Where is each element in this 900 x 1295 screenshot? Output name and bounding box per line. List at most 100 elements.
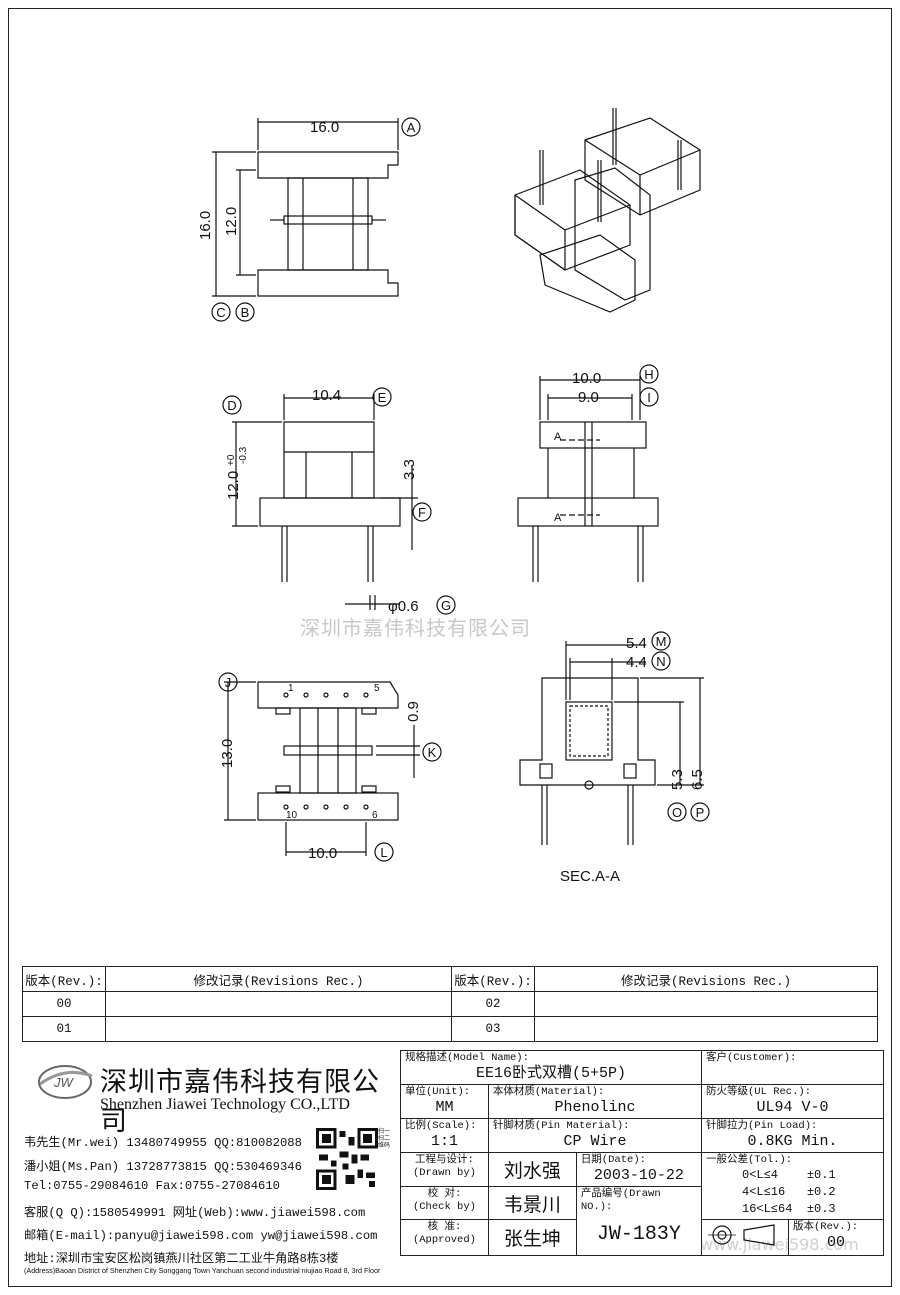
reference-circle	[401, 117, 421, 137]
section-mark-top: A	[554, 431, 562, 443]
drawn-value: 刘水强	[487, 1152, 577, 1187]
tolerance-range: 0<L≤4	[742, 1168, 779, 1182]
pin-label-6: 6	[372, 810, 378, 821]
side-view	[517, 376, 659, 582]
dim-top-width: 16.0	[310, 119, 339, 136]
tolerance-value: ±0.2	[806, 1185, 836, 1199]
date-value: 2003-10-22	[593, 1167, 684, 1184]
check-label: 校 对:	[427, 1188, 462, 1200]
drawing-frame	[8, 8, 892, 1287]
projection-symbol-icon	[708, 1224, 775, 1246]
rev-record-header: 修改记录(Revisions Rec.)	[534, 966, 878, 992]
reference-circle	[222, 395, 242, 415]
reference-letter: G	[441, 598, 451, 613]
rev-header: 版本(Rev.):	[451, 966, 535, 992]
front-view	[232, 394, 418, 610]
check-label-en: (Check by)	[412, 1201, 476, 1213]
scale-label: 比例(Scale):	[405, 1120, 477, 1132]
dim-bottom-thickness: 0.9	[405, 701, 422, 722]
material-value: Phenolinc	[554, 1099, 636, 1116]
pin-label-1: 1	[288, 683, 294, 694]
pin-material-value: CP Wire	[563, 1133, 627, 1150]
reference-circle	[667, 802, 687, 822]
rev-cell	[534, 991, 878, 1017]
ul-label: 防火等级(UL Rec.):	[706, 1086, 812, 1098]
section-view	[519, 641, 704, 845]
pin-material-label: 针脚材质(Pin Material):	[492, 1120, 630, 1132]
unit-value: MM	[435, 1099, 454, 1116]
rev-cell: 02	[451, 991, 535, 1017]
reference-circle	[374, 842, 394, 862]
reference-circle	[639, 364, 659, 384]
table-row: 00 02	[22, 991, 878, 1017]
qr-code-icon	[316, 1128, 378, 1190]
dim-section-width: 5.4	[626, 635, 647, 652]
dim-section-h1: 5.3	[669, 769, 686, 790]
pin-label-5: 5	[374, 683, 380, 694]
date-label: 日期(Date):	[580, 1154, 646, 1166]
table-row: 01 03	[22, 1016, 878, 1042]
bottom-view	[224, 681, 420, 856]
reference-letter: N	[656, 654, 665, 669]
reference-circle	[639, 387, 659, 407]
drawn-label: 工程与设计:	[415, 1154, 474, 1166]
rev-cell	[534, 1016, 878, 1042]
tolerance-row: 16<L≤64 ±0.3	[706, 1201, 879, 1218]
rev-cell: 01	[22, 1016, 106, 1042]
reference-letter: D	[227, 398, 236, 413]
qr-caption: 扫一扫二维码	[378, 1128, 391, 1149]
dim-front-height: 12.0	[225, 471, 242, 500]
reference-letter: O	[672, 805, 682, 820]
check-value: 韦景川	[487, 1186, 577, 1220]
company-name-cn: 深圳市嘉伟科技有限公司	[100, 1067, 380, 1137]
approved-label: 核 准:	[427, 1221, 462, 1233]
dim-section-h2: 6.5	[689, 769, 706, 790]
rev-cell	[105, 991, 452, 1017]
reference-letter: C	[216, 305, 225, 320]
contact-email: 邮箱(E-mail):panyu@jiawei598.com yw@jiawei…	[24, 1229, 378, 1243]
reference-letter: A	[407, 120, 416, 135]
model-value: EE16卧式双槽(5+5P)	[475, 1065, 626, 1082]
unit-label: 单位(Unit):	[405, 1086, 471, 1098]
drawn-no-value: JW-183Y	[596, 1223, 681, 1246]
reference-letter: I	[647, 390, 651, 405]
tolerance-range: 16<L≤64	[742, 1202, 793, 1216]
dim-front-width: 10.4	[312, 387, 341, 404]
dim-front-flange: 3.3	[401, 459, 418, 480]
approved-label-en: (Approved)	[412, 1234, 476, 1246]
dim-section-inner: 4.4	[626, 654, 647, 671]
reference-letter: B	[241, 305, 250, 320]
technical-drawing: 16.0 16.0 12.0 10.4 12.0 +0 -0.3 3.3 φ0.…	[197, 108, 710, 862]
drawn-no-label: 产品编号(Drawn NO.):	[580, 1188, 661, 1213]
dim-top-height: 16.0	[197, 211, 214, 240]
rev-header: 版本(Rev.):	[22, 966, 106, 992]
reference-circle	[211, 302, 231, 322]
pin-load-value: 0.8KG Min.	[747, 1133, 838, 1150]
reference-circle	[651, 631, 671, 651]
reference-letter: L	[380, 845, 387, 860]
rev-record-header: 修改记录(Revisions Rec.)	[105, 966, 452, 992]
top-view	[212, 118, 399, 297]
revision-table: 版本(Rev.): 修改记录(Revisions Rec.) 版本(Rev.):…	[22, 966, 878, 1042]
reference-letter: F	[418, 505, 426, 520]
model-label: 规格描述(Model Name):	[405, 1052, 529, 1064]
dim-front-tol-minus: -0.3	[238, 446, 249, 464]
tolerance-row: 4<L≤16 ±0.2	[706, 1184, 879, 1201]
reference-circle	[422, 742, 442, 762]
reference-letter: E	[378, 390, 387, 405]
contact-address-en: (Address)Baoan District of Shenzhen City…	[24, 1266, 381, 1275]
rev-cell: 00	[22, 991, 106, 1017]
reference-circle	[436, 595, 456, 615]
contact-wei: 韦先生(Mr.wei) 13480749955 QQ:810082088	[24, 1136, 302, 1150]
pin-label-10: 10	[286, 810, 298, 821]
reference-circle	[235, 302, 255, 322]
reference-circle	[372, 387, 392, 407]
reference-circle	[651, 651, 671, 671]
reference-letter: H	[644, 367, 653, 382]
rev-cell: 03	[451, 1016, 535, 1042]
ul-value: UL94 V-0	[756, 1099, 829, 1116]
contact-web: 客服(Q Q):1580549991 网址(Web):www.jiawei598…	[24, 1206, 366, 1220]
reference-letter: K	[428, 745, 437, 760]
rev-cell	[105, 1016, 452, 1042]
